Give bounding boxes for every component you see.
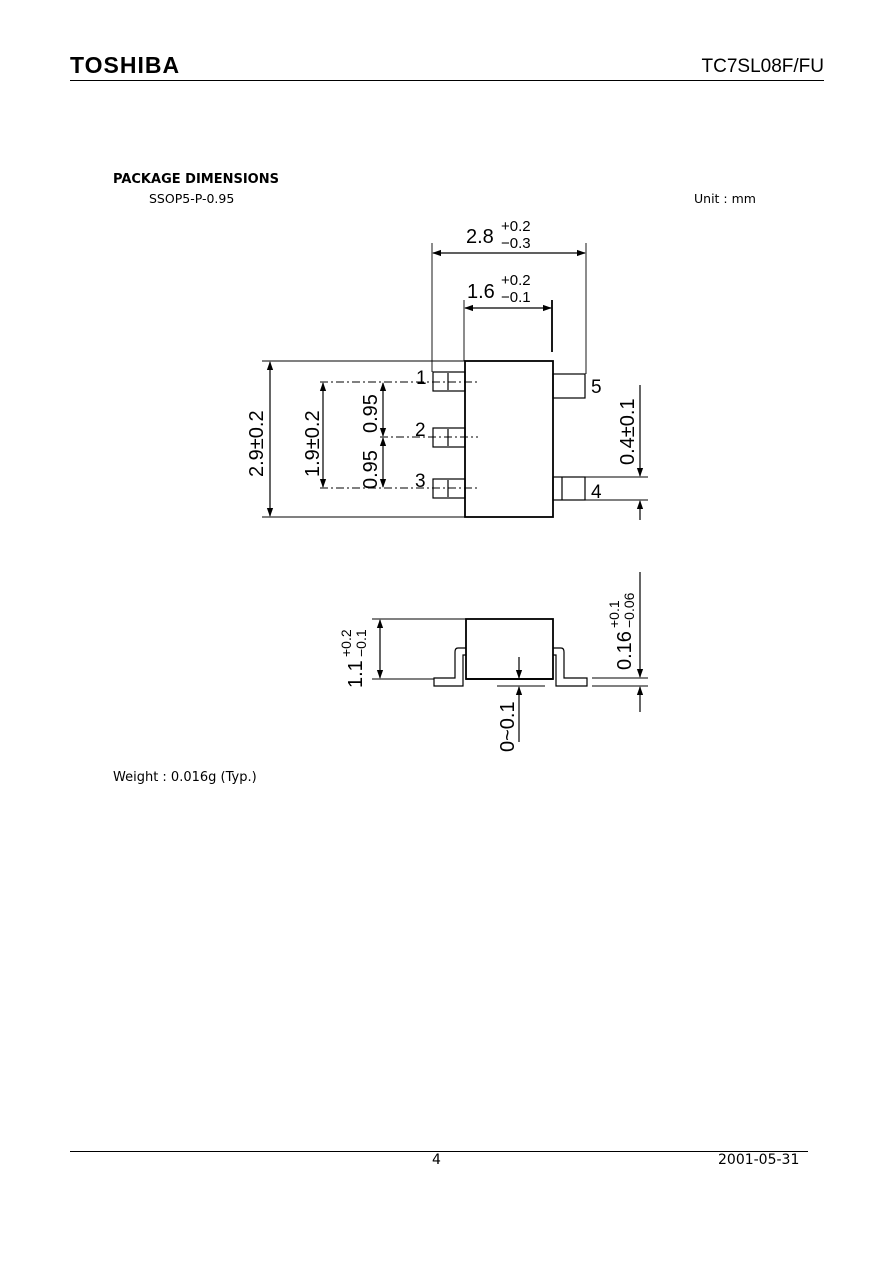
section-title: PACKAGE DIMENSIONS — [113, 172, 279, 187]
body-width-dim-base: 1.6 — [467, 281, 495, 303]
thickness-dim-minus: −0.1 — [353, 629, 369, 657]
lead-1 — [432, 371, 466, 392]
pin-label-1: 1 — [416, 368, 427, 389]
width-dim-base: 2.8 — [466, 226, 494, 248]
lead-thickness-dim-minus: −0.06 — [621, 592, 637, 628]
lead-4 — [552, 476, 586, 501]
body-width-dim-plus: +0.2 — [501, 272, 531, 289]
lead-3 — [432, 478, 466, 499]
package-body-top — [464, 360, 554, 518]
pin-label-2: 2 — [415, 420, 426, 441]
pin-span-dim: 1.9±0.2 — [302, 410, 324, 477]
lead-thickness-dim-plus: +0.1 — [606, 600, 622, 628]
lead-5 — [552, 373, 586, 399]
width-dim-plus: +0.2 — [501, 218, 531, 235]
pitch-dim-upper: 0.95 — [360, 394, 382, 433]
package-name: SSOP5-P-0.95 — [149, 191, 235, 206]
pin-label-4: 4 — [591, 482, 602, 503]
part-number: TC7SL08F/FU — [701, 56, 824, 77]
thickness-dim-plus: +0.2 — [338, 629, 354, 657]
document-date: 2001-05-31 — [718, 1152, 800, 1168]
unit-label: Unit : mm — [694, 191, 756, 206]
pin-label-3: 3 — [415, 471, 426, 492]
thickness-dim-base: 1.1 — [345, 660, 367, 688]
pitch-dim-lower: 0.95 — [360, 450, 382, 489]
weight-note: Weight : 0.016g (Typ.) — [113, 770, 257, 785]
height-dim: 2.9±0.2 — [246, 410, 268, 477]
header-rule — [70, 80, 824, 81]
brand-logo: TOSHIBA — [70, 52, 181, 78]
width-dim-minus: −0.3 — [501, 235, 531, 252]
page-number: 4 — [432, 1152, 441, 1168]
lead-width-dim: 0.4±0.1 — [617, 398, 639, 465]
lead-2 — [432, 427, 466, 448]
gull-lead-left — [433, 647, 466, 687]
body-width-dim-minus: −0.1 — [501, 289, 531, 306]
package-body-side — [465, 618, 554, 680]
lead-thickness-dim-base: 0.16 — [614, 631, 636, 670]
standoff-dim: 0~0.1 — [497, 701, 519, 752]
footer-rule — [70, 1151, 808, 1152]
gull-lead-right — [553, 647, 588, 687]
pin-label-5: 5 — [591, 377, 602, 398]
